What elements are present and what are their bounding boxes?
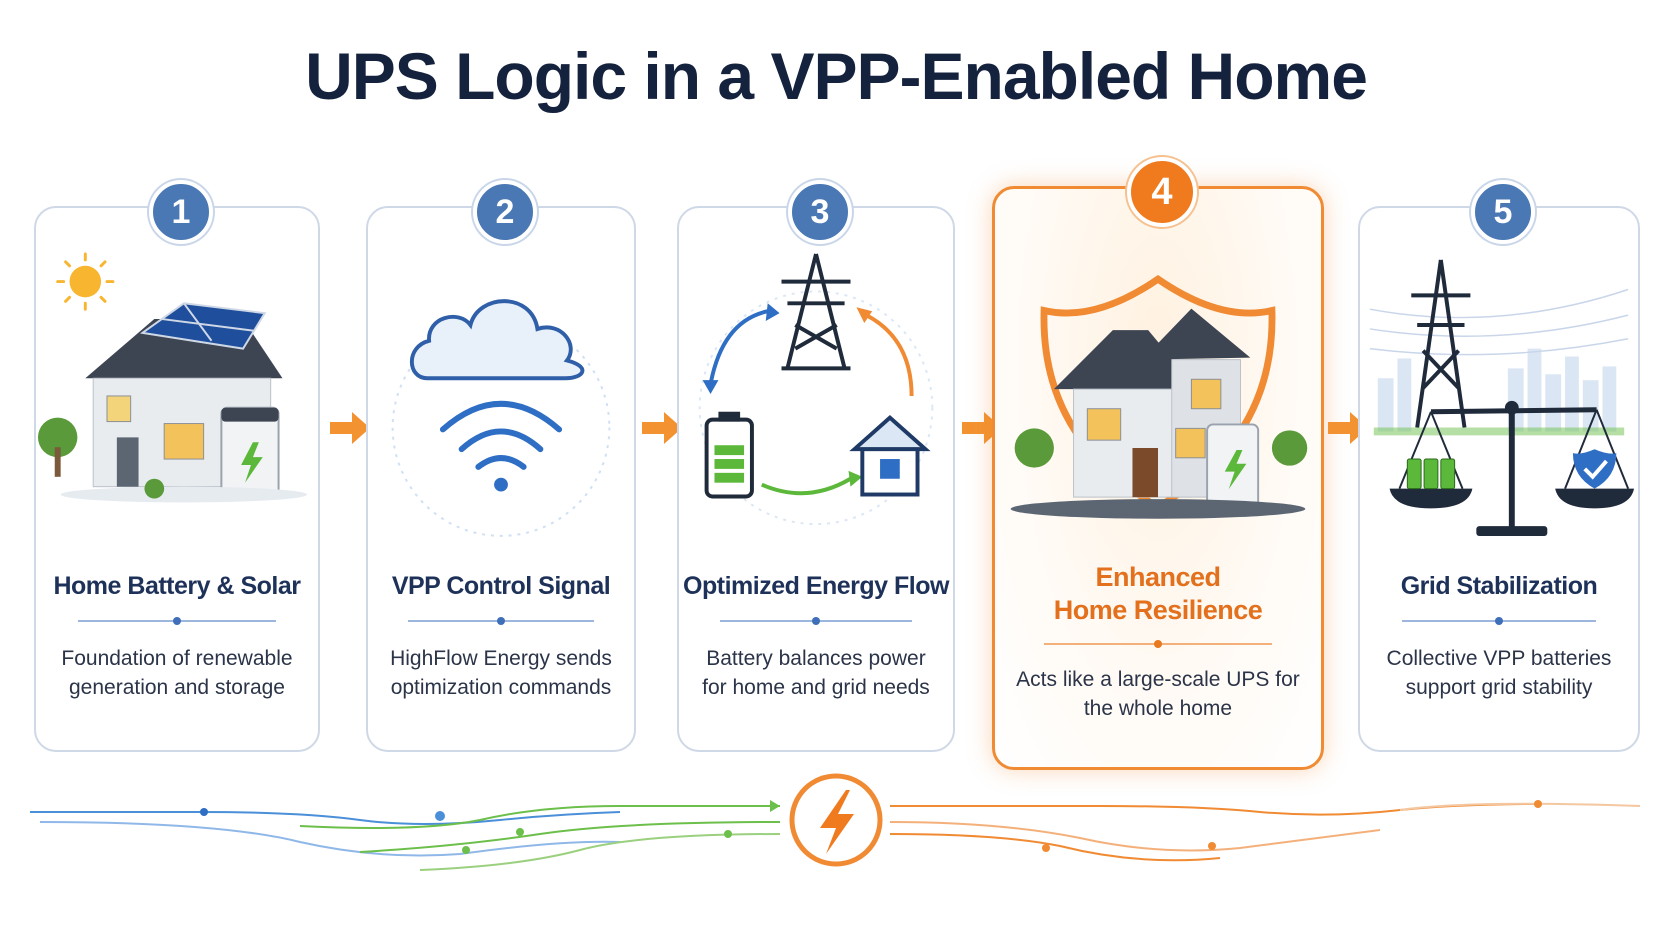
step-card-2: 2 VPP Control Signal HighFlow Energy sen… [366, 180, 636, 752]
step-title-2: VPP Control Signal [391, 572, 611, 600]
step-badge-1: 1 [149, 180, 213, 244]
step-divider-3 [720, 617, 912, 625]
lightning-bolt-icon [820, 790, 854, 854]
step-card-1: 1 Home Battery & Solar Foundation of ren… [34, 180, 320, 752]
step-card-4: 4 Enhanced Home Resilience Acts like a l… [992, 157, 1324, 770]
step-title-1: Home Battery & Solar [53, 572, 301, 600]
energy-flow-lines [30, 773, 1641, 871]
arrow-right-icon [330, 412, 370, 444]
step-card-5: 5 Grid Stabilization [1358, 180, 1640, 752]
step-description-4: Acts like a large-scale UPS for the whol… [1016, 668, 1300, 720]
step-title-3: Optimized Energy Flow [683, 572, 949, 600]
step-badge-5: 5 [1471, 180, 1535, 244]
step-divider-1 [78, 617, 276, 625]
step-description-2: HighFlow Energy sends optimization comma… [390, 647, 612, 699]
cloud-signal-icon [391, 299, 611, 537]
solar-house-icon [37, 252, 308, 503]
shielded-house-icon [1010, 274, 1308, 519]
step-title-4: Enhanced Home Resilience [995, 561, 1321, 627]
step-divider-4 [1043, 640, 1273, 648]
grid-balance-icon [1369, 259, 1635, 536]
step-description-3: Battery balances power for home and grid… [702, 647, 930, 699]
step-title-4-line1: Enhanced [1095, 562, 1221, 592]
step-card-3: 3 Optimized Energy Flow Battery balances… [677, 180, 955, 752]
step-title-4-line2: Home Resilience [1053, 595, 1263, 625]
page-title: UPS Logic in a VPP-Enabled Home [305, 39, 1368, 113]
step-title-5: Grid Stabilization [1400, 572, 1598, 600]
arrow-right-icon [642, 412, 682, 444]
step-divider-5 [1401, 617, 1597, 625]
energy-flow-cycle-icon [698, 253, 934, 526]
step-badge-2: 2 [473, 180, 537, 244]
step-divider-2 [407, 617, 595, 625]
step-description-5: Collective VPP batteries support grid st… [1386, 647, 1612, 699]
step-badge-3: 3 [788, 180, 852, 244]
step-badge-4: 4 [1127, 157, 1197, 227]
step-description-1: Foundation of renewable generation and s… [61, 647, 293, 699]
